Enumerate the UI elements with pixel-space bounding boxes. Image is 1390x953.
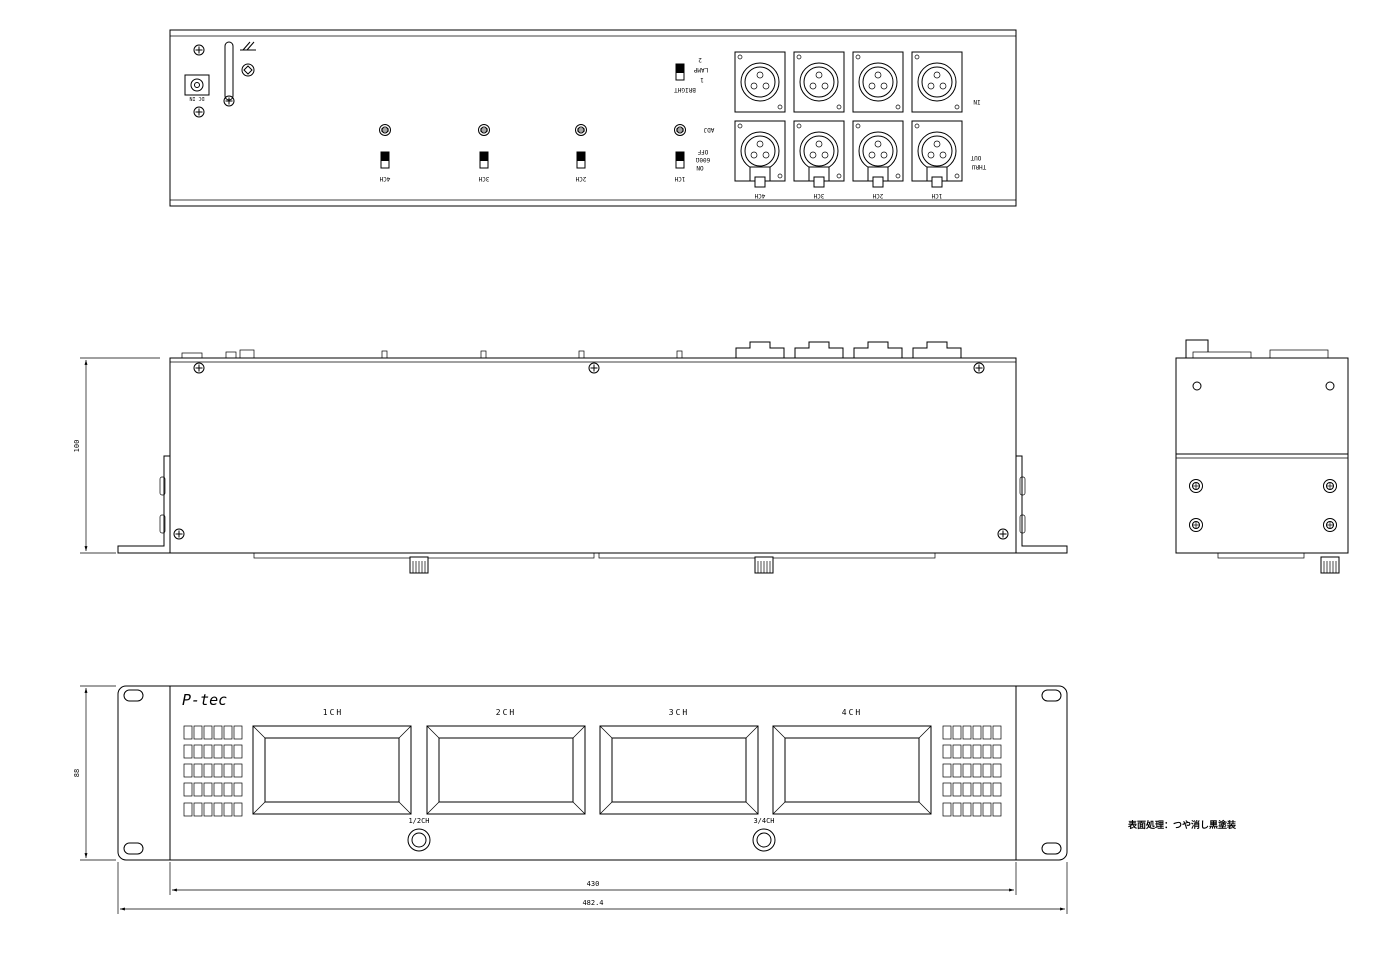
dc-in-jack: DC IN	[184, 74, 210, 101]
front-panel: P-tec 1CH 2CH 3CH 4CH	[117, 685, 1068, 861]
connector-label-4ch: 4CH	[754, 192, 765, 199]
connector-label-3ch: 3CH	[813, 192, 824, 199]
switch-label-3ch: 3CH	[478, 175, 489, 182]
connector-label-1ch: 1CH	[931, 192, 942, 199]
button-1-2ch: 1/2CH	[407, 817, 431, 852]
width-dimension-inner: 430	[587, 880, 600, 888]
brand-logo: P-tec	[182, 691, 227, 709]
surface-finish-note: 表面処理：つや消し黒塗装	[1128, 821, 1237, 831]
in-label: IN	[973, 98, 981, 105]
connector-label-2ch: 2CH	[872, 192, 883, 199]
switch-label-1ch: 1CH	[674, 175, 685, 182]
height-dimension-front: 88	[73, 769, 81, 777]
channel-controls: 4CH 3CH 2CH 1CH ADJ ON 600Ω OFF	[379, 124, 715, 182]
channel-label-3ch: 3CH	[669, 708, 689, 717]
bright-label: BRIGHT	[674, 86, 696, 93]
thru-label: THRU	[971, 163, 986, 170]
lamp-label: LAMP	[693, 66, 708, 73]
channel-label-4ch: 4CH	[842, 708, 862, 717]
lcd-displays	[252, 725, 932, 815]
button-3-4ch: 3/4CH	[752, 817, 776, 852]
height-dimension-side: 100	[73, 440, 81, 453]
term-off-label: OFF	[697, 148, 708, 155]
vent-right	[942, 725, 1002, 817]
out-label: OUT	[970, 154, 981, 161]
dc-in-label: DC IN	[189, 95, 204, 101]
switch-label-2ch: 2CH	[575, 175, 586, 182]
term-on-label: ON	[696, 164, 704, 171]
lamp-switch: 2 LAMP 1 BRIGHT	[674, 56, 708, 93]
channel-label-2ch: 2CH	[496, 708, 516, 717]
xlr-output-connectors	[734, 120, 963, 188]
lamp-2-label: 2	[698, 56, 702, 63]
adj-label: ADJ	[704, 126, 715, 133]
front-dimensions: 88 430 482.4	[73, 685, 1068, 914]
lamp-1-label: 1	[700, 76, 704, 83]
vent-left	[183, 725, 243, 817]
term-ohm-label: 600Ω	[695, 156, 710, 163]
xlr-input-connectors	[734, 51, 963, 113]
rear-panel: DC IN 4CH 3CH 2CH	[169, 29, 1017, 207]
ground-terminal	[223, 41, 256, 107]
button-label-3-4ch: 3/4CH	[753, 817, 774, 825]
width-dimension-total: 482.4	[582, 899, 603, 907]
channel-label-1ch: 1CH	[323, 708, 343, 717]
end-view	[1175, 339, 1349, 574]
side-view: 100	[73, 341, 1068, 574]
switch-label-4ch: 4CH	[379, 175, 390, 182]
button-label-1-2ch: 1/2CH	[408, 817, 429, 825]
